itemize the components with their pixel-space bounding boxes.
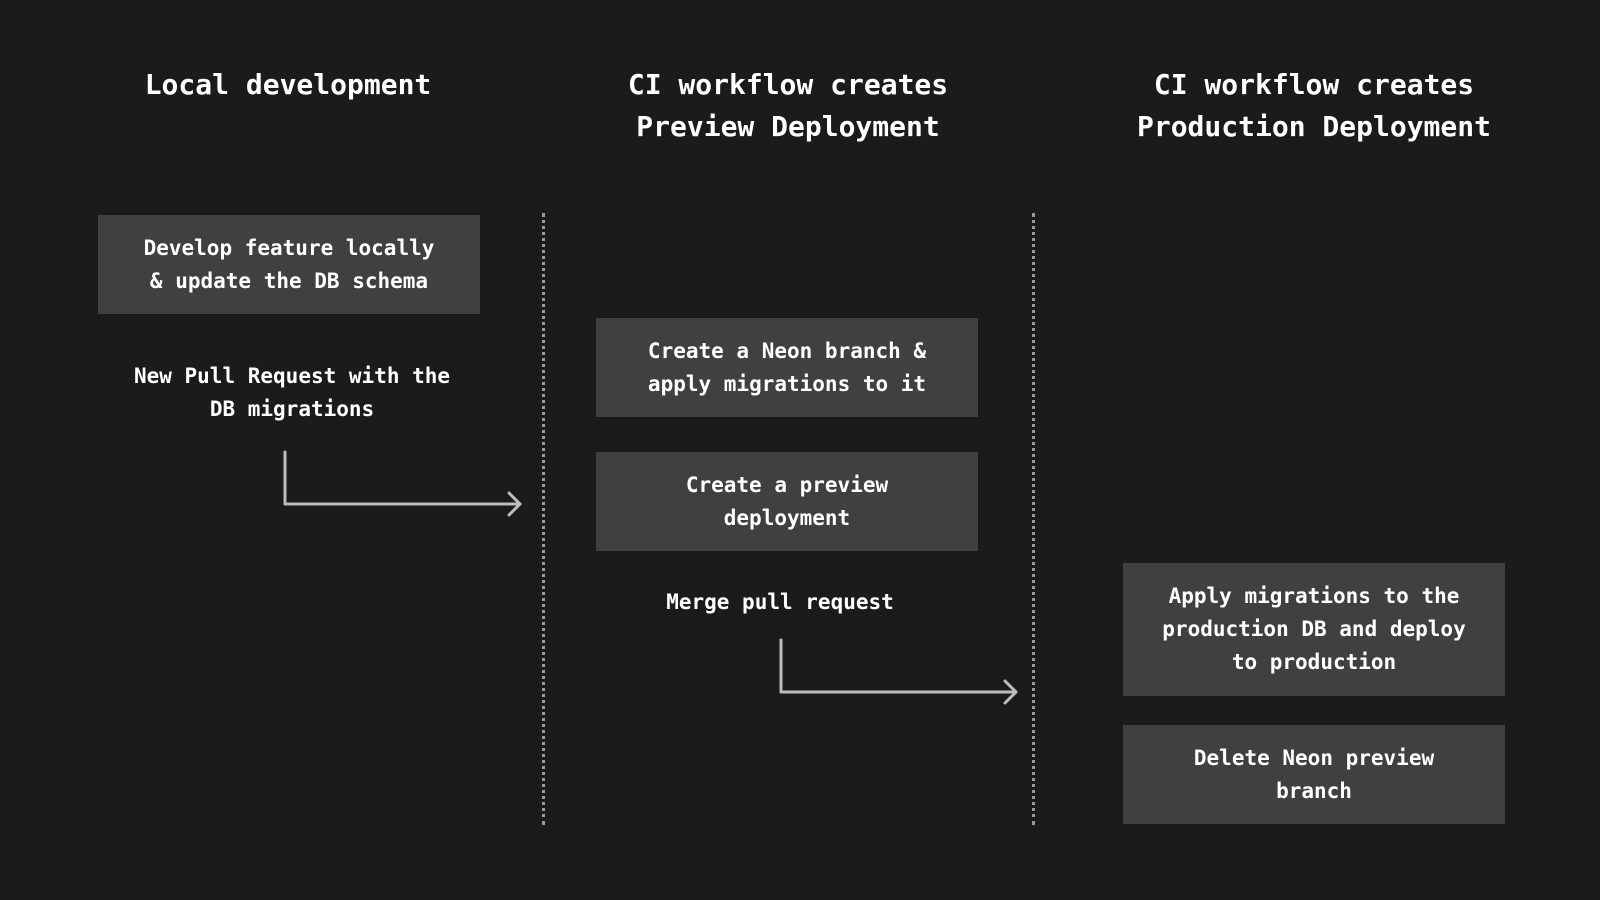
column-title-preview-deployment: CI workflow creates Preview Deployment [627,68,949,143]
column-title-production-deployment: CI workflow creates Production Deploymen… [1136,68,1491,143]
step-merge-pull-request: Merge pull request [666,590,894,614]
arrowhead-pr-to-preview [507,491,522,517]
step-create-preview-deployment: Create a preview deployment [596,452,978,551]
step-delete-neon-preview-branch: Delete Neon preview branch [1123,725,1505,824]
arrow-pr-to-preview [283,450,522,506]
arrow-merge-to-production [779,638,1018,694]
column-title-local-development: Local development [144,68,432,101]
step-new-pull-request: New Pull Request with the DB migrations [133,364,451,421]
step-develop-feature: Develop feature locally & update the DB … [98,215,480,314]
arrowhead-merge-to-production [1003,679,1018,705]
column-divider-2 [1032,213,1035,825]
step-create-neon-branch: Create a Neon branch & apply migrations … [596,318,978,417]
step-apply-migrations-production: Apply migrations to the production DB an… [1123,563,1505,696]
column-divider-1 [542,213,545,825]
